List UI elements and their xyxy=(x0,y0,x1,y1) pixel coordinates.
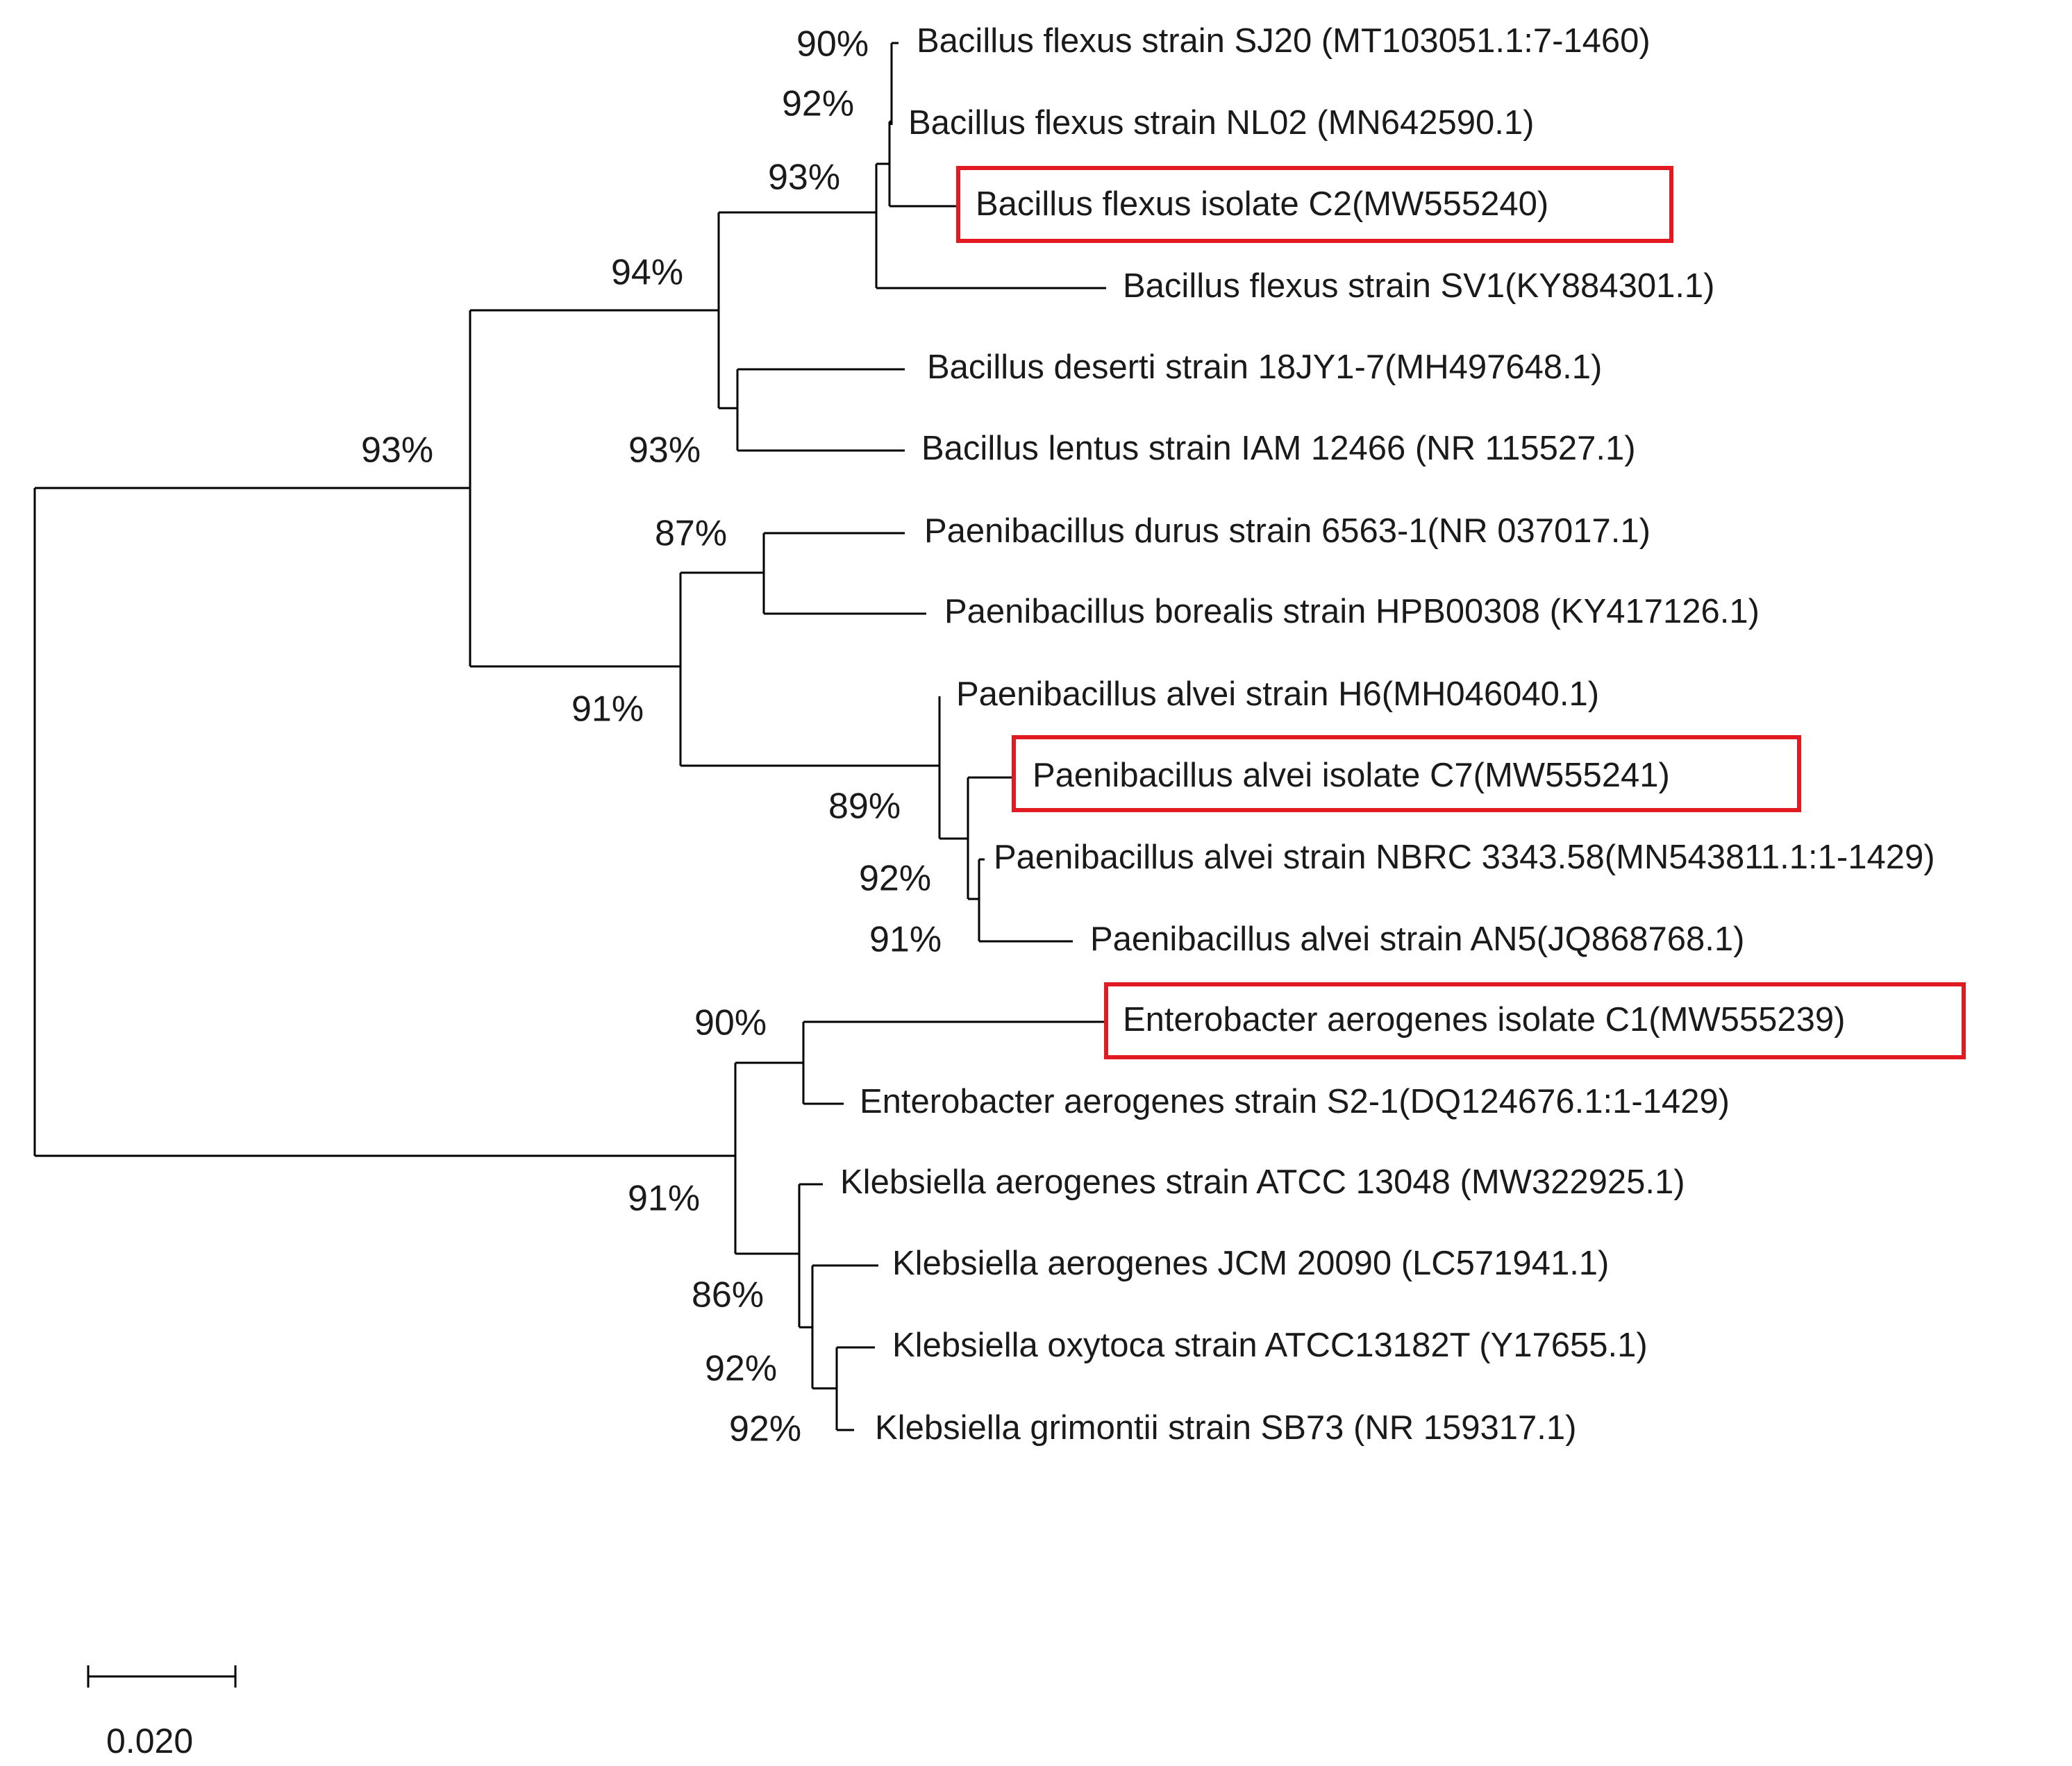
scale-bar-label: 0.020 xyxy=(106,1722,193,1760)
leaf-label-nbrc: Paenibacillus alvei strain NBRC 3343.58(… xyxy=(994,839,1935,876)
support-entero: 90% xyxy=(694,1003,767,1043)
support-paeni: 91% xyxy=(571,689,644,730)
leaf-label-c2: Bacillus flexus isolate C2(MW555240) xyxy=(976,185,1548,223)
leaf-label-c1: Enterobacter aerogenes isolate C1(MW5552… xyxy=(1123,1001,1845,1038)
leaf-label-durus: Paenibacillus durus strain 6563-1(NR 037… xyxy=(924,512,1651,550)
support-bacillus-paeni: 93% xyxy=(361,430,433,471)
support-sj20-nl02: 90% xyxy=(796,24,869,65)
support-oxy-grim: 92% xyxy=(729,1409,801,1449)
leaf-label-c7: Paenibacillus alvei isolate C7(MW555241) xyxy=(1033,757,1670,794)
support-kleb: 86% xyxy=(692,1275,764,1315)
leaf-label-an5: Paenibacillus alvei strain AN5(JQ868768.… xyxy=(1090,920,1744,958)
leaf-label-borealis: Paenibacillus borealis strain HPB00308 (… xyxy=(944,593,1760,630)
support-alvei: 89% xyxy=(828,787,901,827)
scale-bar-line xyxy=(87,1665,237,1688)
highlight-box-c2 xyxy=(956,166,1673,243)
leaf-label-jcm20090: Klebsiella aerogenes JCM 20090 (LC571941… xyxy=(892,1245,1609,1282)
isolate-highlights xyxy=(956,166,1966,1059)
leaf-label-s2-1: Enterobacter aerogenes strain S2-1(DQ124… xyxy=(860,1083,1730,1120)
leaf-label-nl02: Bacillus flexus strain NL02 (MN642590.1) xyxy=(908,104,1534,142)
leaf-label-sj20: Bacillus flexus strain SJ20 (MT103051.1:… xyxy=(917,22,1651,60)
highlight-box-c7 xyxy=(1012,735,1801,812)
leaf-label-h6: Paenibacillus alvei strain H6(MH046040.1… xyxy=(956,675,1599,713)
leaf-label-grimontii: Klebsiella grimontii strain SB73 (NR 159… xyxy=(875,1409,1576,1447)
support-bacillus: 94% xyxy=(611,253,683,293)
leaf-label-sv1: Bacillus flexus strain SV1(KY884301.1) xyxy=(1123,267,1715,305)
support-entero-kleb: 91% xyxy=(628,1179,700,1219)
leaf-label-deserti: Bacillus deserti strain 18JY1-7(MH497648… xyxy=(927,348,1602,386)
support-labels: 90% 92% 93% 94% 93% 93% 87% 91% 89% 92% … xyxy=(361,24,942,1449)
support-flexus-c2: 92% xyxy=(782,84,854,124)
highlight-box-c1 xyxy=(1104,982,1966,1059)
leaf-labels: Bacillus flexus strain SJ20 (MT103051.1:… xyxy=(840,22,1935,1447)
tree-branches xyxy=(33,42,1106,1688)
support-deserti-lentus: 93% xyxy=(628,430,701,471)
support-kleb-sub: 92% xyxy=(705,1349,777,1389)
leaf-label-lentus: Bacillus lentus strain IAM 12466 (NR 115… xyxy=(921,430,1636,467)
support-durus-borealis: 87% xyxy=(655,514,727,554)
leaf-label-oxytoca: Klebsiella oxytoca strain ATCC13182T (Y1… xyxy=(892,1327,1648,1364)
leaf-label-atcc13048: Klebsiella aerogenes strain ATCC 13048 (… xyxy=(840,1163,1685,1201)
support-flexus-sv1: 93% xyxy=(768,158,840,198)
support-alvei-c7-group: 92% xyxy=(859,859,931,899)
support-nbrc-an5: 91% xyxy=(869,920,942,960)
